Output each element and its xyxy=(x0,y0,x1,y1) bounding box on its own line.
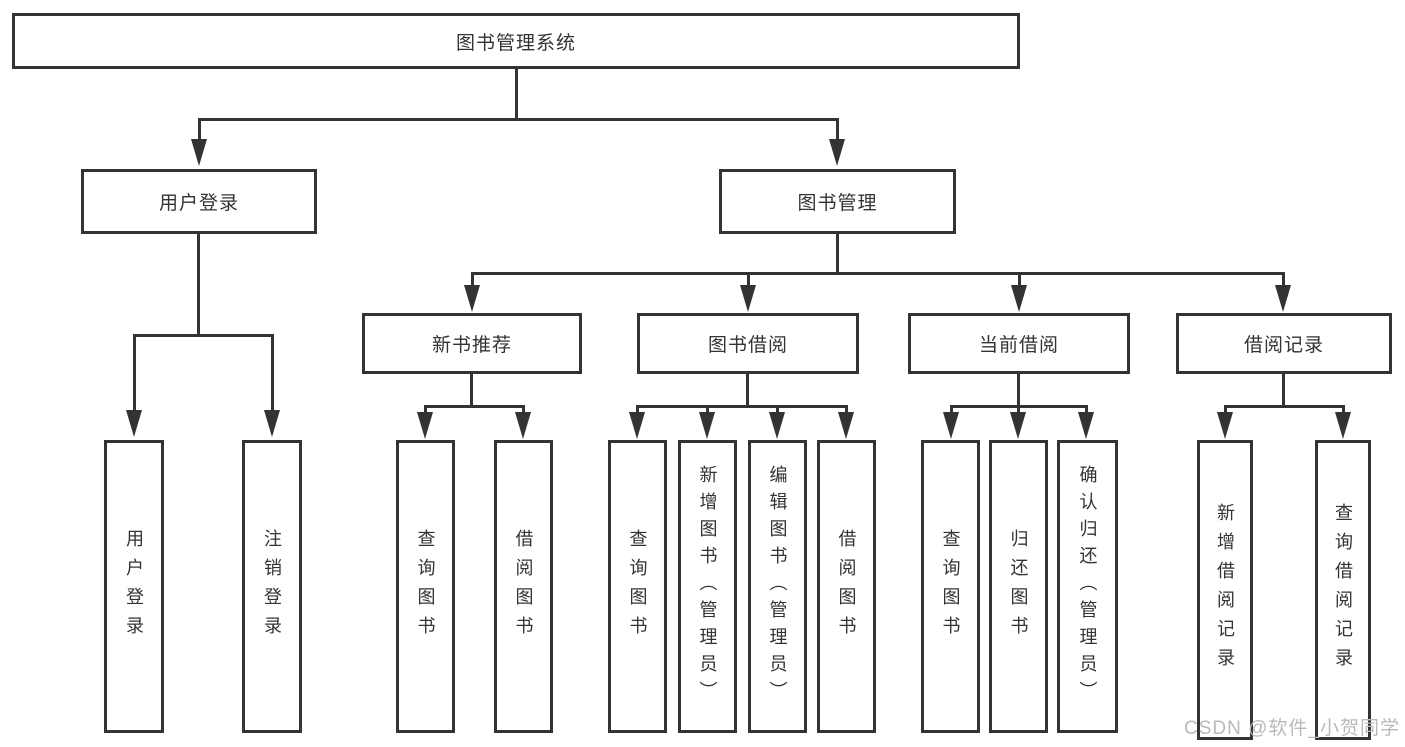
arrowhead-new-books xyxy=(464,285,480,312)
arrowhead-bb-query xyxy=(629,412,645,439)
node-current-borrowing: 当前借阅 xyxy=(908,313,1130,374)
connector-drop-bb-borrow xyxy=(845,405,848,414)
connector-drop-rec-add xyxy=(1224,405,1227,414)
leaf-bb-query-books: 查询图书 xyxy=(608,440,667,733)
node-library-system-label: 图书管理系统 xyxy=(455,32,576,54)
connector-drop-current-borrow xyxy=(1018,272,1021,286)
arrowhead-logout-leaf xyxy=(264,410,280,437)
leaf-nb-borrow-books: 借阅图书 xyxy=(494,440,553,733)
arrowhead-cb-return xyxy=(1010,412,1026,439)
arrowhead-cb-query xyxy=(943,412,959,439)
leaf-bb-query-books-label: 查询图书 xyxy=(627,528,648,645)
leaf-cb-query-books-label: 查询图书 xyxy=(940,528,961,645)
connector-drop-nb-query xyxy=(424,405,427,414)
leaf-cb-confirm-return-admin: 确认归还（管理员） xyxy=(1057,440,1118,733)
connector-drop-bb-add xyxy=(706,405,709,414)
arrowhead-borrow-records xyxy=(1275,285,1291,312)
connector-drop-cb-query xyxy=(950,405,953,414)
arrowhead-bb-add xyxy=(699,412,715,439)
node-book-borrowing-label: 图书借阅 xyxy=(707,335,788,356)
leaf-add-borrow-record-label: 新增借阅记录 xyxy=(1215,503,1235,677)
connector-drop-logout-leaf xyxy=(271,334,274,410)
leaf-user-login: 用户登录 xyxy=(104,440,164,733)
leaf-query-borrow-record: 查询借阅记录 xyxy=(1315,440,1371,740)
arrowhead-book-borrow xyxy=(740,285,756,312)
connector-drop-login-leaf xyxy=(133,334,136,410)
leaf-nb-query-books-label: 查询图书 xyxy=(415,528,436,645)
node-current-borrowing-label: 当前借阅 xyxy=(978,335,1059,356)
arrowhead-rec-add xyxy=(1217,412,1233,439)
connector-root-drop-left xyxy=(198,118,201,142)
arrowhead-current-borrow xyxy=(1011,285,1027,312)
connector-drop-new-books xyxy=(471,272,474,286)
leaf-cb-query-books: 查询图书 xyxy=(921,440,980,733)
connector-records-stem xyxy=(1282,374,1285,408)
connector-book-borrow-hline xyxy=(636,405,847,408)
connector-drop-bb-edit xyxy=(776,405,779,414)
connector-drop-book-borrow xyxy=(747,272,750,286)
leaf-bb-add-book-admin-label: 新增图书（管理员） xyxy=(697,465,718,708)
leaf-cb-confirm-return-admin-label: 确认归还（管理员） xyxy=(1077,465,1098,708)
node-user-login: 用户登录 xyxy=(81,169,317,234)
node-user-login-label: 用户登录 xyxy=(158,193,239,214)
connector-drop-nb-borrow xyxy=(522,405,525,414)
leaf-logout-label: 注销登录 xyxy=(262,528,282,645)
connector-drop-cb-confirm xyxy=(1085,405,1088,414)
arrowhead-cb-confirm xyxy=(1078,412,1094,439)
arrowhead-user-login xyxy=(191,139,207,166)
arrowhead-rec-query xyxy=(1335,412,1351,439)
connector-book-mgmt-stem xyxy=(836,234,839,275)
node-new-book-recommend-label: 新书推荐 xyxy=(431,335,512,356)
connector-current-borrow-stem xyxy=(1017,374,1020,408)
arrowhead-login-leaf xyxy=(126,410,142,437)
connector-new-books-stem xyxy=(470,374,473,408)
node-borrowing-records-label: 借阅记录 xyxy=(1243,335,1324,356)
leaf-cb-return-books-label: 归还图书 xyxy=(1008,528,1029,645)
connector-root-drop-right xyxy=(836,118,839,142)
node-borrowing-records: 借阅记录 xyxy=(1176,313,1392,374)
connector-user-login-stem xyxy=(197,234,200,336)
leaf-add-borrow-record: 新增借阅记录 xyxy=(1197,440,1253,740)
node-library-system: 图书管理系统 xyxy=(12,13,1020,69)
connector-drop-bb-query xyxy=(636,405,639,414)
leaf-bb-edit-book-admin: 编辑图书（管理员） xyxy=(748,440,807,733)
leaf-bb-borrow-books-label: 借阅图书 xyxy=(836,528,857,645)
node-book-management-label: 图书管理 xyxy=(797,193,878,214)
csdn-watermark: CSDN @软件_小贺同学 xyxy=(1184,718,1400,739)
leaf-nb-query-books: 查询图书 xyxy=(396,440,455,733)
connector-new-books-hline xyxy=(424,405,524,408)
leaf-cb-return-books: 归还图书 xyxy=(989,440,1048,733)
node-book-management: 图书管理 xyxy=(719,169,956,234)
arrowhead-nb-borrow xyxy=(515,412,531,439)
node-new-book-recommend: 新书推荐 xyxy=(362,313,582,374)
connector-drop-cb-return xyxy=(1017,405,1020,414)
arrowhead-nb-query xyxy=(417,412,433,439)
connector-user-login-hline xyxy=(134,334,273,337)
arrowhead-bb-edit xyxy=(769,412,785,439)
leaf-bb-add-book-admin: 新增图书（管理员） xyxy=(678,440,737,733)
leaf-query-borrow-record-label: 查询借阅记录 xyxy=(1333,503,1353,677)
leaf-logout: 注销登录 xyxy=(242,440,302,733)
connector-root-hline xyxy=(198,118,839,121)
arrowhead-bb-borrow xyxy=(838,412,854,439)
leaf-bb-borrow-books: 借阅图书 xyxy=(817,440,876,733)
leaf-user-login-label: 用户登录 xyxy=(124,528,144,645)
connector-book-mgmt-hline xyxy=(471,272,1285,275)
connector-book-borrow-stem xyxy=(746,374,749,408)
arrowhead-book-management xyxy=(829,139,845,166)
connector-records-hline xyxy=(1224,405,1343,408)
connector-root-stem xyxy=(515,69,518,119)
leaf-nb-borrow-books-label: 借阅图书 xyxy=(513,528,534,645)
connector-drop-rec-query xyxy=(1342,405,1345,414)
node-book-borrowing: 图书借阅 xyxy=(637,313,859,374)
connector-drop-borrow-records xyxy=(1282,272,1285,286)
leaf-bb-edit-book-admin-label: 编辑图书（管理员） xyxy=(767,465,788,708)
